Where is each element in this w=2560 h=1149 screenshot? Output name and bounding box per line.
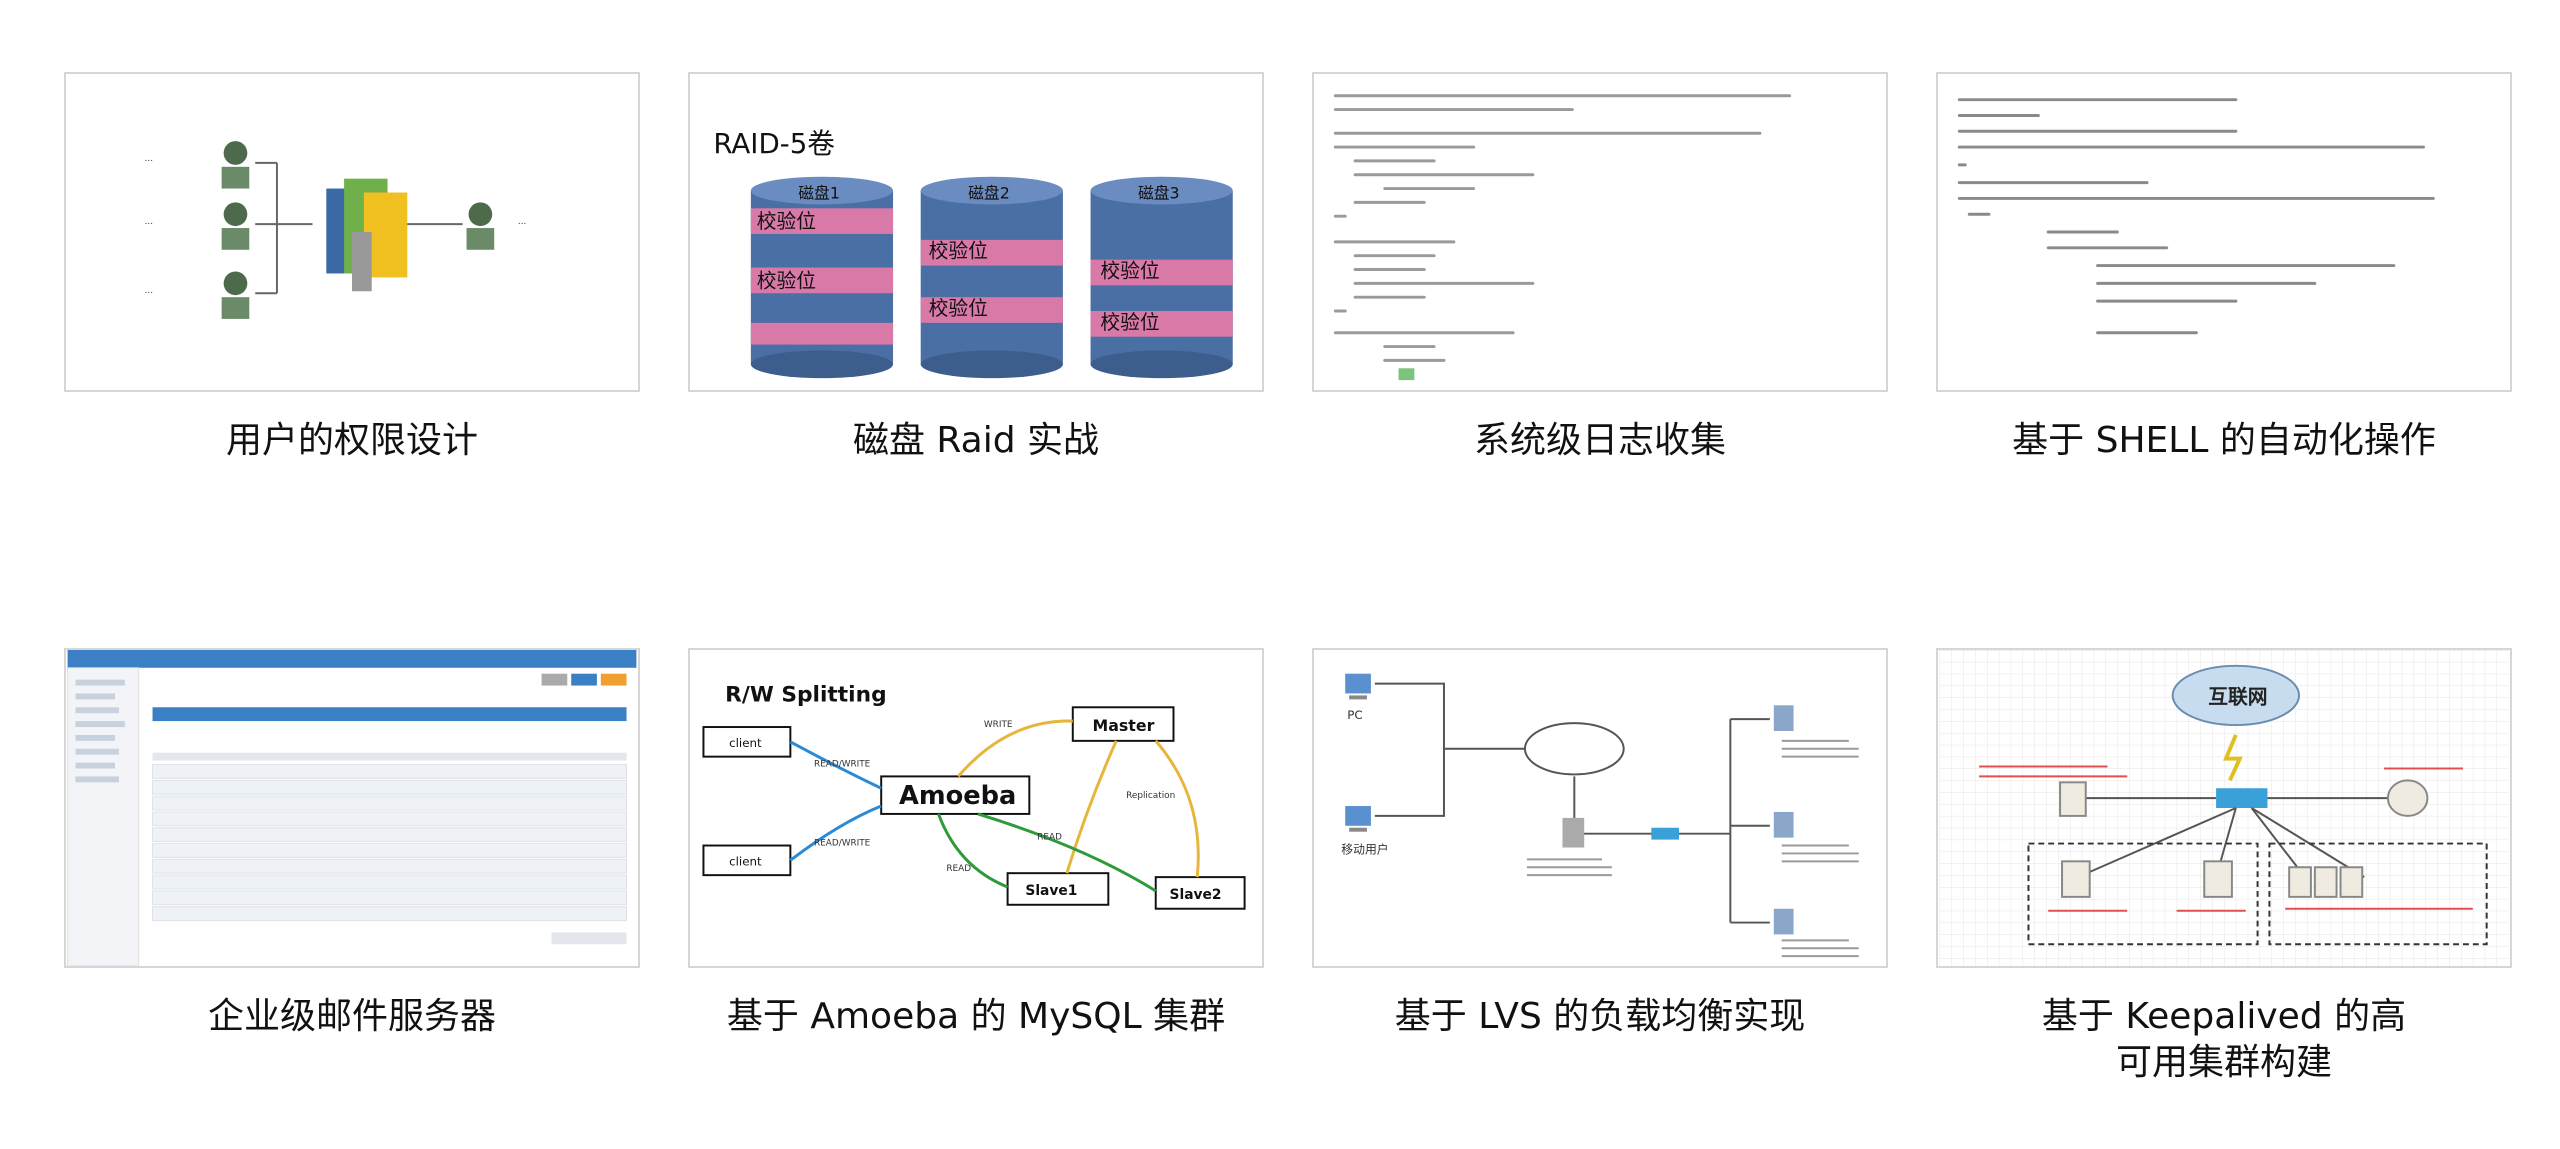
svg-text:...: ... — [518, 217, 526, 227]
keepalived-diagram: 互联网 — [1939, 650, 2509, 966]
svg-text:磁盘2: 磁盘2 — [968, 183, 1010, 202]
svg-text:client: client — [729, 854, 762, 868]
svg-text:校验位: 校验位 — [757, 269, 816, 292]
pc-icon — [1345, 673, 1371, 700]
svg-text:WRITE: WRITE — [984, 720, 1013, 730]
card-lvs[interactable]: PC 移动用户 — [1312, 648, 1888, 968]
caption-user-permission[interactable]: 用户的权限设计 — [225, 420, 478, 461]
raid-title: RAID-5卷 — [713, 127, 835, 160]
svg-text:磁盘3: 磁盘3 — [1138, 183, 1180, 202]
caption-lvs[interactable]: 基于 LVS 的负载均衡实现 — [1394, 996, 1806, 1037]
svg-text:client: client — [729, 736, 762, 750]
switch-icon — [2216, 788, 2268, 808]
svg-text:Amoeba: Amoeba — [899, 781, 1016, 811]
caption-shell[interactable]: 基于 SHELL 的自动化操作 — [2012, 420, 2436, 461]
svg-text:READ/WRITE: READ/WRITE — [814, 839, 871, 849]
user-icons — [221, 141, 495, 319]
svg-text:校验位: 校验位 — [1100, 311, 1159, 334]
lightning-icon — [2223, 734, 2243, 782]
real-server-icons — [1773, 705, 1794, 935]
svg-text:PC: PC — [1347, 708, 1362, 722]
card-syslog[interactable] — [1312, 72, 1888, 392]
svg-text:Slave1: Slave1 — [1025, 883, 1077, 899]
svg-text:...: ... — [145, 217, 153, 227]
caption-syslog[interactable]: 系统级日志收集 — [1473, 420, 1726, 461]
card-amoeba[interactable]: R/W Splitting client client Amoeba Maste… — [688, 648, 1264, 968]
cloud-icon — [1523, 722, 1625, 776]
svg-text:移动用户: 移动用户 — [1341, 842, 1388, 856]
card-user-permission[interactable]: ......... ... — [64, 72, 640, 392]
raid-disk-1: 磁盘1 校验位 校验位 — [750, 176, 894, 379]
raid-disk-2: 磁盘2 校验位 校验位 — [920, 176, 1063, 379]
user-permission-thumbnail: ......... ... — [145, 141, 526, 319]
svg-text:校验位: 校验位 — [929, 297, 988, 320]
lvs-diagram: PC 移动用户 — [1341, 673, 1859, 958]
card-mail-server[interactable] — [64, 648, 640, 968]
svg-text:Master: Master — [1093, 716, 1155, 735]
svg-text:...: ... — [145, 286, 153, 296]
svg-text:校验位: 校验位 — [929, 240, 988, 263]
director-server-icon — [1562, 817, 1585, 848]
svg-text:磁盘1: 磁盘1 — [798, 183, 840, 202]
svg-text:校验位: 校验位 — [757, 210, 816, 233]
server-icons — [2059, 779, 2429, 898]
mobile-icon — [1345, 806, 1371, 832]
caption-amoeba[interactable]: 基于 Amoeba 的 MySQL 集群 — [726, 996, 1226, 1037]
svg-text:READ: READ — [946, 864, 971, 874]
svg-text:校验位: 校验位 — [1100, 259, 1159, 282]
syslog-code-thumbnail — [1333, 94, 1792, 381]
card-raid[interactable]: RAID-5卷 磁盘1 校验位 校验位 磁盘2 校验位 校验位 — [688, 72, 1264, 392]
svg-text:READ: READ — [1037, 833, 1062, 843]
card-keepalived[interactable]: 互联网 — [1936, 648, 2512, 968]
svg-text:Slave2: Slave2 — [1170, 887, 1222, 903]
svg-text:Replication: Replication — [1126, 791, 1175, 801]
card-shell[interactable] — [1936, 72, 2512, 392]
raid-disk-3: 磁盘3 校验位 校验位 — [1090, 176, 1233, 379]
mail-admin-thumbnail — [67, 650, 637, 966]
svg-text:互联网: 互联网 — [2208, 685, 2267, 708]
raid-thumbnail: RAID-5卷 磁盘1 校验位 校验位 磁盘2 校验位 校验位 — [713, 127, 1233, 379]
server-files-icon — [326, 178, 408, 292]
svg-text:...: ... — [145, 154, 153, 164]
svg-text:R/W Splitting: R/W Splitting — [725, 682, 886, 707]
caption-keepalived[interactable]: 基于 Keepalived 的高 可用集群构建 — [2041, 996, 2407, 1083]
switch-icon — [1651, 827, 1679, 840]
caption-mail-server[interactable]: 企业级邮件服务器 — [207, 996, 496, 1037]
shell-code-thumbnail — [1957, 98, 2435, 335]
internet-cloud-icon — [2171, 664, 2301, 727]
amoeba-diagram: R/W Splitting client client Amoeba Maste… — [702, 682, 1246, 910]
svg-text:READ/WRITE: READ/WRITE — [814, 760, 871, 770]
caption-raid[interactable]: 磁盘 Raid 实战 — [852, 420, 1100, 461]
